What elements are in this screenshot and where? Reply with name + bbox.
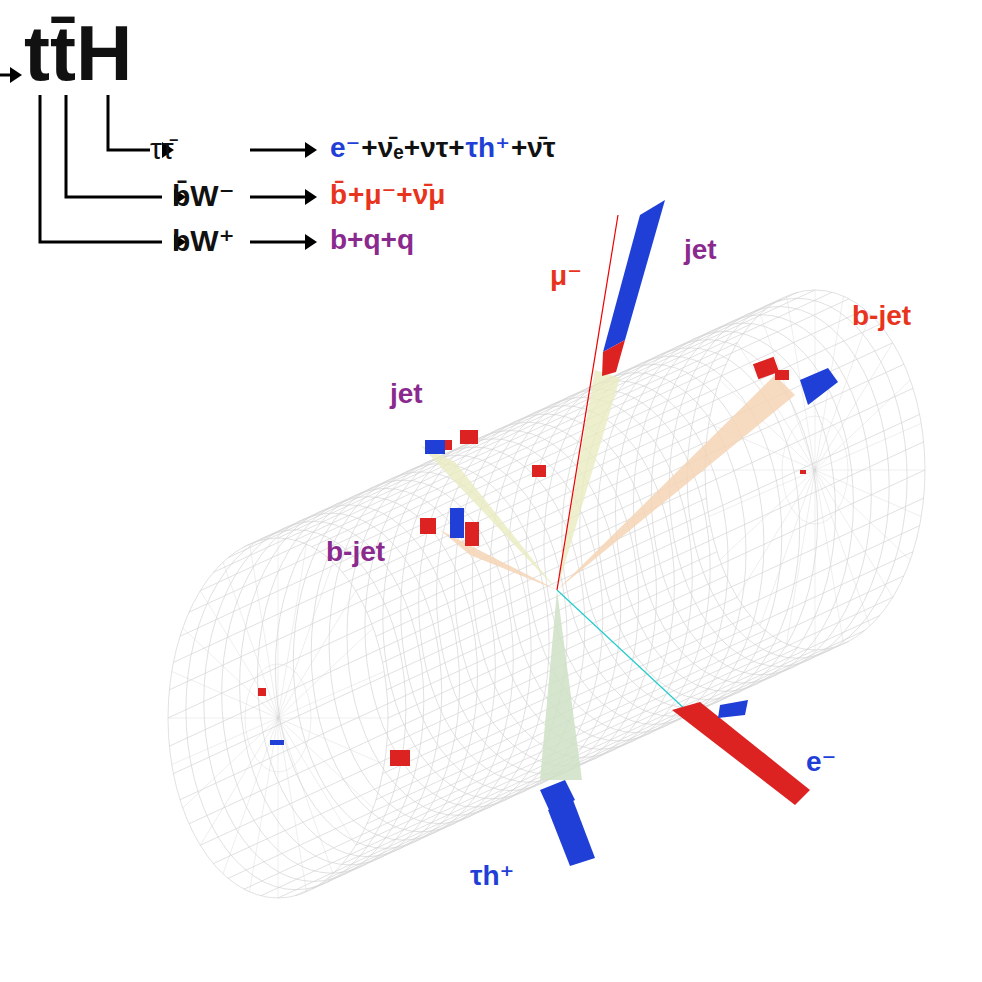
particle-label: b-jet — [326, 538, 385, 566]
decay-label: ττ̄ — [150, 134, 174, 164]
particle-label: jet — [390, 380, 423, 408]
decay-label: b̄ — [330, 181, 347, 209]
decay-label: bW⁺ — [172, 226, 234, 256]
particle-label: b-jet — [852, 302, 911, 330]
particle-label: e⁻ — [806, 748, 836, 776]
particle-label: τh⁺ — [470, 862, 514, 890]
particle-label: μ⁻ — [550, 262, 582, 290]
decay-label: e⁻ — [330, 134, 360, 162]
decay-label: +ν̄ₑ+ντ+ — [361, 134, 464, 162]
decay-label: τh⁺ — [466, 134, 510, 162]
decay-label: b̄W⁻ — [172, 181, 234, 211]
decay-label: b+q+q — [330, 226, 414, 254]
decay-label: +μ⁻+ν̄μ — [348, 181, 445, 209]
decay-label: tt̄H — [24, 14, 132, 92]
particle-label: jet — [684, 236, 717, 264]
decay-label: +ν̄τ — [511, 134, 555, 162]
